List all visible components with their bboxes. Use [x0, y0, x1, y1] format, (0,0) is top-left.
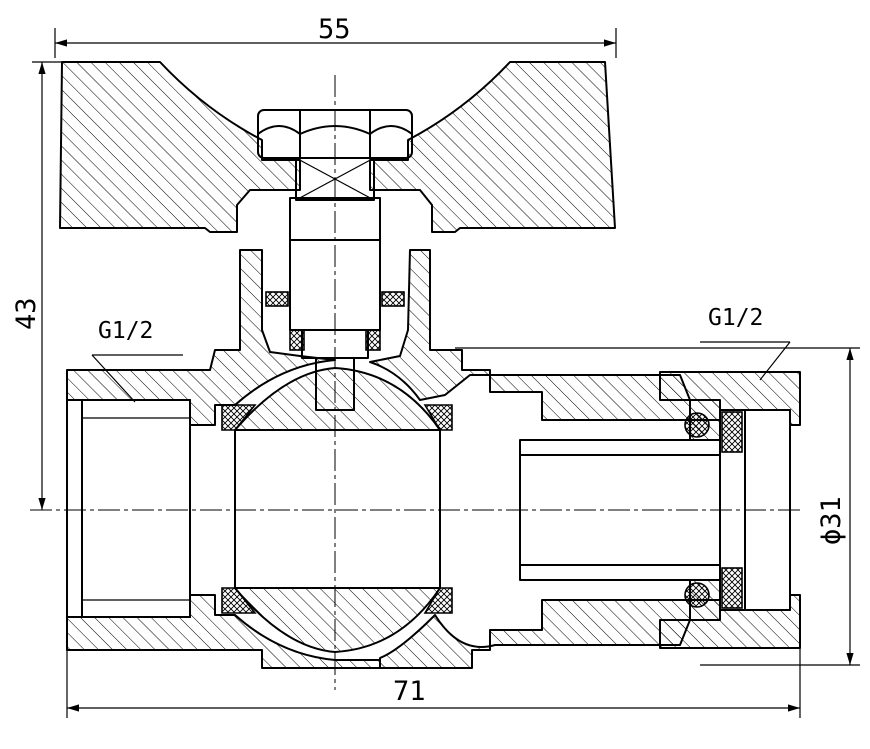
- dimension-bottom-length-label: 71: [393, 676, 426, 707]
- dimension-top-width: 55: [54, 14, 617, 58]
- thread-right-text: G1/2: [708, 305, 763, 331]
- dimension-right-diameter-label: ϕ31: [816, 496, 847, 545]
- dimension-left-height-label: 43: [11, 297, 42, 330]
- union-gasket: [684, 411, 743, 609]
- thread-label-right: G1/2: [700, 305, 791, 381]
- butterfly-handle: [59, 61, 616, 233]
- dimension-top-width-label: 55: [318, 14, 351, 45]
- stem-seals: [265, 291, 405, 351]
- ball: [234, 367, 441, 653]
- thread-left-text: G1/2: [98, 318, 153, 344]
- ball-seats: [221, 404, 453, 614]
- dimension-right-diameter: ϕ31: [455, 347, 860, 666]
- valve-stem: [289, 157, 381, 411]
- dimension-bottom-length: 71: [66, 640, 801, 718]
- dimension-left-height: 43: [11, 61, 70, 510]
- valve-body: [66, 249, 721, 669]
